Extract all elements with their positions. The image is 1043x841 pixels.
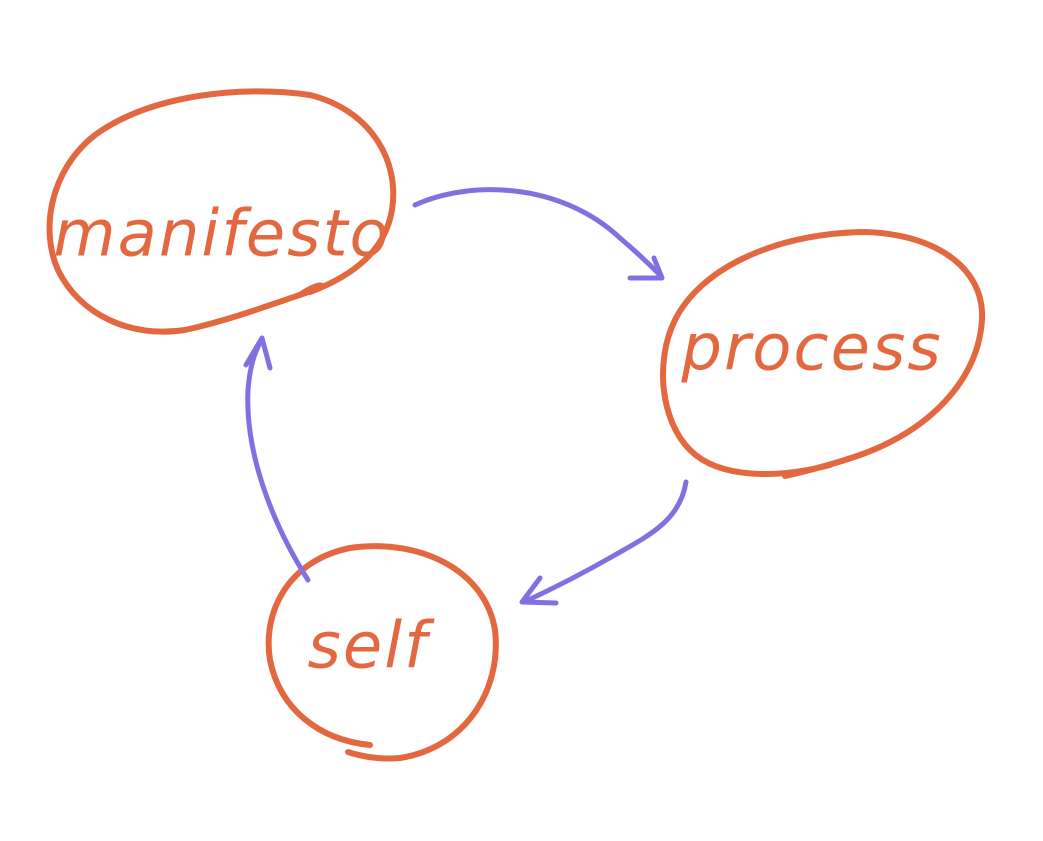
node-process-label: process <box>680 312 942 386</box>
node-manifesto: manifesto <box>46 88 397 335</box>
arrowhead-self <box>519 575 559 606</box>
arrowhead-process <box>627 255 665 281</box>
arrow-self-to-manifesto <box>245 337 311 583</box>
node-manifesto-outline <box>46 88 397 335</box>
edge-manifesto-to-process <box>412 187 665 281</box>
arrowhead-manifesto <box>243 335 273 371</box>
node-process-outline <box>660 229 986 479</box>
edge-self-to-manifesto <box>243 335 311 583</box>
node-process: process <box>660 229 986 479</box>
node-self-outline <box>265 543 499 762</box>
arrow-process-to-self <box>521 479 689 605</box>
node-self: self <box>265 543 499 762</box>
edge-process-to-self <box>519 479 689 606</box>
arrow-manifesto-to-process <box>412 187 663 278</box>
node-manifesto-label: manifesto <box>53 198 390 272</box>
node-self-label: self <box>307 610 435 684</box>
